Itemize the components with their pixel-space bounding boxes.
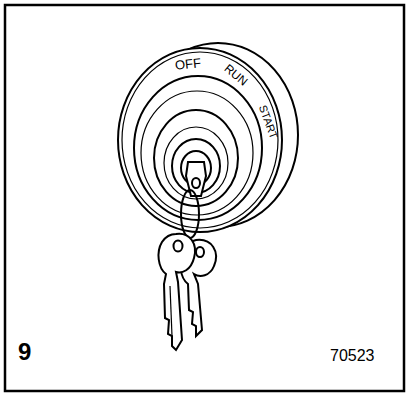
switch-position-label: OFF bbox=[174, 56, 201, 72]
keys bbox=[159, 162, 216, 350]
reference-number: 70523 bbox=[330, 348, 375, 364]
figure-frame bbox=[5, 5, 404, 391]
switch-body bbox=[118, 43, 298, 232]
figure-number: 9 bbox=[18, 340, 31, 364]
